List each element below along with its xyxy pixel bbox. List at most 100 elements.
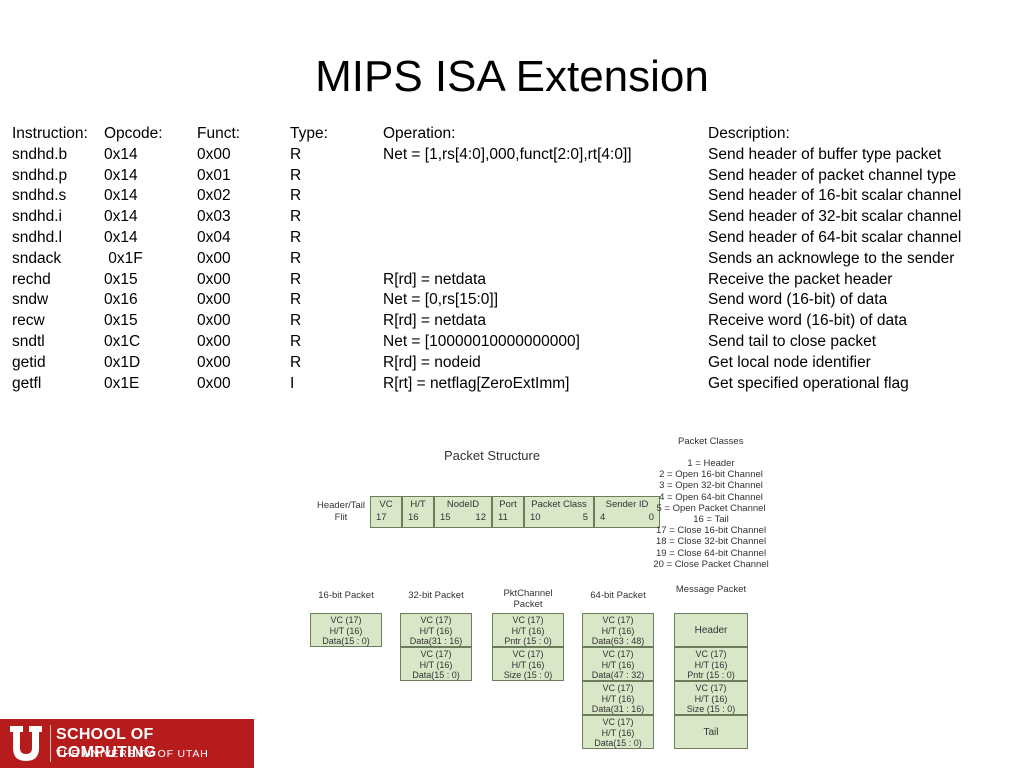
flit-line: Tail [703,727,719,738]
flit-line: Size (15 : 0) [686,704,736,714]
flit-line: VC (17) [512,649,544,659]
isa-table: Instruction: Opcode: Funct: Type: Operat… [12,124,1012,394]
field-name: VC [379,499,393,510]
cell-instruction: sndhd.b [12,145,68,163]
cell-type: R [290,166,302,184]
cell-description: Send word (16-bit) of data [708,291,888,309]
packet-class-item: 1 = Header [687,458,735,469]
cell-instruction: sndhd.i [12,208,62,226]
flit-line: Data(47 : 32) [591,670,645,680]
packet-stack: VC (17)H/T (16)Data(15 : 0) [310,613,382,647]
cell-description: Send header of 32-bit scalar channel [708,208,962,226]
header-operation: Operation: [383,125,456,142]
field-bit-high: 10 [530,512,541,523]
field-bit-high: 4 [600,512,606,523]
field-name: Packet Class [531,499,587,510]
cell-instruction: rechd [12,270,51,288]
cell-opcode: 0x16 [104,291,138,309]
packet-class-item: 17 = Close 16-bit Channel [655,525,767,537]
packet-flit-box: VC (17)H/T (16)Size (15 : 0) [674,681,748,715]
cell-type: I [290,374,295,392]
flit-line: Size (15 : 0) [503,670,553,680]
flit-line: Pntr (15 : 0) [687,670,735,680]
cell-funct: 0x00 [197,291,231,309]
cell-description: Send header of packet channel type [708,166,957,184]
packet-flit-box: VC (17)H/T (16)Data(15 : 0) [400,647,472,681]
cell-opcode: 0x1C [104,332,141,350]
isa-header-row: Instruction: Opcode: Funct: Type: Operat… [12,124,1012,145]
cell-funct: 0x00 [197,353,231,371]
field-name: H/T [410,499,426,510]
cell-type: R [290,270,302,288]
flit-line: H/T (16) [601,625,635,636]
flit-line: H/T (16) [511,625,545,636]
flit-line: VC (17) [330,615,362,625]
field-bit-high: 17 [376,512,387,523]
cell-instruction: sndhd.s [12,187,67,205]
packet-flit-box: VC (17)H/T (16)Size (15 : 0) [492,647,564,681]
slide-title: MIPS ISA Extension [315,52,709,101]
packet-class-item: 18 = Close 32-bit Channel [655,536,767,548]
packet-class-item: 2 = Open 16-bit Channel [659,469,763,481]
cell-opcode: 0x1D [104,353,141,371]
cell-description: Send header of 64-bit scalar channel [708,228,962,246]
header-tail-flit-label: Header/Tail Flit [308,500,374,524]
packet-flit-box: VC (17)H/T (16)Data(31 : 16) [400,613,472,647]
flit-line: VC (17) [602,615,634,625]
cell-operation: Net = [10000010000000000] [383,332,580,350]
flit-line: H/T (16) [419,659,453,670]
field-bit-low: 5 [582,512,588,523]
cell-funct: 0x00 [197,249,231,267]
cell-instruction: sndw [12,291,49,309]
cell-opcode: 0x14 [104,187,138,205]
flit-line: H/T (16) [419,625,453,636]
cell-instruction: sndack [12,249,62,267]
flit-line: VC (17) [602,683,634,693]
packet-flit-box: VC (17)H/T (16)Data(15 : 0) [582,715,654,749]
flit-line: H/T (16) [601,693,635,704]
flit-line: VC (17) [420,649,452,659]
cell-type: R [290,145,302,163]
packet-flit-box: Header [674,613,748,647]
cell-opcode: 0x14 [104,208,138,226]
packet-flit-box: VC (17)H/T (16)Pntr (15 : 0) [674,647,748,681]
cell-description: Receive word (16-bit) of data [708,312,908,330]
cell-description: Sends an acknowlege to the sender [708,249,955,267]
logo-line-2: THE UNIVERSITY OF UTAH [56,748,209,760]
packet-class-item: 20 = Close Packet Channel [653,558,769,570]
packet-class-item: 4 = Open 64-bit Channel [659,491,763,503]
packet-classes-title: Packet Classes [678,436,744,447]
cell-funct: 0x02 [197,187,231,205]
flit-line: H/T (16) [511,659,545,670]
flit-line: Data(31 : 16) [409,636,463,646]
cell-funct: 0x00 [197,145,231,163]
flit-line: H/T (16) [694,693,728,704]
packet-title: 64-bit Packet [590,590,646,601]
cell-type: R [290,208,302,226]
cell-type: R [290,249,302,267]
field-cell: VC 17 [370,496,402,528]
cell-description: Receive the packet header [708,270,893,288]
field-name: Sender ID [605,499,649,510]
school-logo: SCHOOL OF COMPUTING THE UNIVERSITY OF UT… [0,719,254,768]
cell-operation: R[rd] = netdata [383,312,486,330]
cell-description: Get local node identifier [708,353,871,371]
cell-operation: Net = [1,rs[4:0],000,funct[2:0],rt[4:0]] [383,145,632,163]
flit-line: VC (17) [695,683,727,693]
logo-line-1: SCHOOL OF COMPUTING [56,726,157,761]
cell-funct: 0x01 [197,166,231,184]
cell-opcode: 0x15 [104,312,138,330]
field-cell: Packet Class 10 5 [524,496,594,528]
packet-class-item: 19 = Close 64-bit Channel [655,547,767,559]
packet-flit-box: VC (17)H/T (16)Data(15 : 0) [310,613,382,647]
packet-title: Message Packet [675,584,747,595]
